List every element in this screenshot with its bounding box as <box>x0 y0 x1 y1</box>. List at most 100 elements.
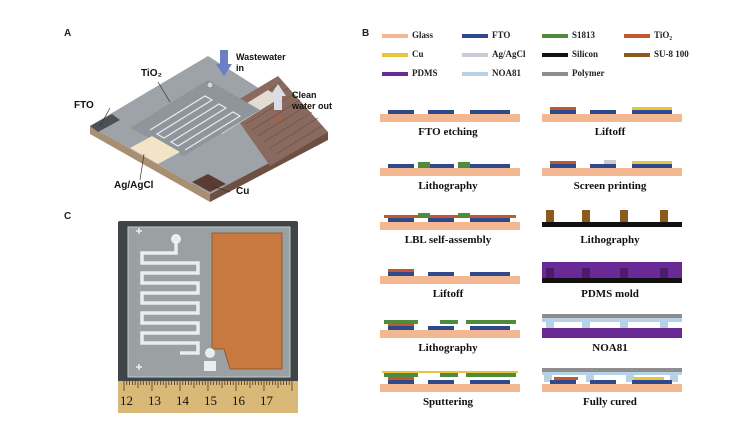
contact-pad <box>204 361 216 371</box>
right-step-diagram-2 <box>542 210 682 227</box>
legend-swatch-10 <box>542 72 568 76</box>
s1813-segment <box>384 373 418 377</box>
glass-layer <box>542 168 682 176</box>
inlet-hole <box>206 81 214 89</box>
cu-segment <box>634 377 664 380</box>
right-step-diagram-1 <box>542 160 682 176</box>
label-tio2: TiO₂ <box>141 68 162 79</box>
pdms-cavity <box>546 268 554 278</box>
right-step-diagram-5 <box>542 368 682 392</box>
cu-segment <box>632 107 672 110</box>
su8-pillar <box>660 210 668 222</box>
left-step-diagram-4 <box>380 320 520 338</box>
tio2-segment <box>388 269 414 272</box>
left-step-label-1: Lithography <box>418 180 478 192</box>
pdms-cavity <box>620 268 628 278</box>
left-step-diagram-1 <box>380 162 520 176</box>
noa81-pillar <box>620 322 628 328</box>
tio2-layer <box>384 215 516 218</box>
glass-layer <box>542 384 682 392</box>
panel-label-c: C <box>64 211 72 222</box>
noa81-pillar <box>626 375 634 382</box>
legend-swatch-9 <box>462 72 488 76</box>
right-step-label-3: PDMS mold <box>581 288 639 300</box>
s1813-segment <box>384 320 418 324</box>
s1813-segment <box>466 320 516 324</box>
noa81-pillar <box>586 375 594 382</box>
left-step-label-5: Sputtering <box>422 396 474 408</box>
fto-segment <box>470 110 510 114</box>
tio2-segment <box>388 377 414 380</box>
right-step-label-0: Liftoff <box>594 126 626 138</box>
polymer-layer <box>542 368 682 372</box>
s1813-segment <box>418 213 430 218</box>
silicon-layer <box>542 278 682 283</box>
silicon-layer <box>542 222 682 227</box>
fto-segment <box>428 164 454 168</box>
polymer-layer <box>542 314 682 318</box>
label-clean-water-out: Clean water out <box>292 90 333 111</box>
fto-edge <box>90 114 120 132</box>
fto-segment <box>388 272 414 276</box>
tio2-callout-line <box>157 81 171 103</box>
ruler-label: 13 <box>148 393 161 408</box>
ruler-label: 17 <box>260 393 273 408</box>
fto-segment <box>550 164 576 168</box>
cu-region <box>228 76 328 166</box>
fto-segment <box>428 110 454 114</box>
noa81-pillar <box>544 375 552 382</box>
s1813-segment <box>418 162 430 168</box>
noa81-pillar <box>582 322 590 328</box>
noa81-pillar <box>660 322 668 328</box>
label-cu: Cu <box>236 186 250 197</box>
fto-segment <box>388 110 414 114</box>
legend-label-0: Glass <box>412 30 434 40</box>
left-step-label-0: FTO etching <box>418 126 478 138</box>
fto-segment <box>632 380 672 384</box>
legend-label-10: Polymer <box>572 68 605 78</box>
inlet-port <box>171 234 181 244</box>
tio2-segment <box>554 377 578 380</box>
glass-layer <box>380 276 520 284</box>
fto-segment <box>632 164 672 168</box>
fto-segment <box>590 164 616 168</box>
clean-water-arrow <box>270 84 286 110</box>
fto-segment <box>428 272 454 276</box>
cu-layer <box>382 371 518 373</box>
right-step-label-2: Lithography <box>580 234 640 246</box>
label-fto: FTO <box>74 100 94 111</box>
noa81-pillar <box>546 322 554 328</box>
glass-layer <box>380 384 520 392</box>
ruler-label: 14 <box>176 393 189 408</box>
outlet-port <box>205 348 215 358</box>
ag-agcl-strip <box>130 136 180 164</box>
left-step-diagram-0 <box>380 110 520 122</box>
pdms-cavity <box>582 268 590 278</box>
glass-layer <box>380 222 520 230</box>
s1813-segment <box>440 320 458 324</box>
legend-label-5: Ag/AgCl <box>492 49 526 59</box>
fto-segment <box>470 272 510 276</box>
legend-label-7: SU-8 100 <box>654 49 689 59</box>
device-photo-drawing <box>118 226 298 413</box>
left-step-diagram-5 <box>380 371 520 392</box>
glass-layer <box>380 330 520 338</box>
right-step-diagram-4 <box>542 314 682 338</box>
alignment-marks <box>136 228 142 370</box>
pdms-layer <box>542 328 682 338</box>
pdms-layer <box>542 262 682 278</box>
ruler-label: 16 <box>232 393 245 408</box>
legend-swatch-0 <box>382 34 408 38</box>
s1813-segment <box>458 213 470 218</box>
legend-swatch-8 <box>382 72 408 76</box>
legend-label-4: Cu <box>412 49 424 59</box>
pdms-cavity <box>660 268 668 278</box>
su8-pillar <box>582 210 590 222</box>
glass-layer <box>380 168 520 176</box>
right-step-label-4: NOA81 <box>592 342 628 354</box>
fto-segment <box>428 380 454 384</box>
legend-swatch-5 <box>462 53 488 57</box>
